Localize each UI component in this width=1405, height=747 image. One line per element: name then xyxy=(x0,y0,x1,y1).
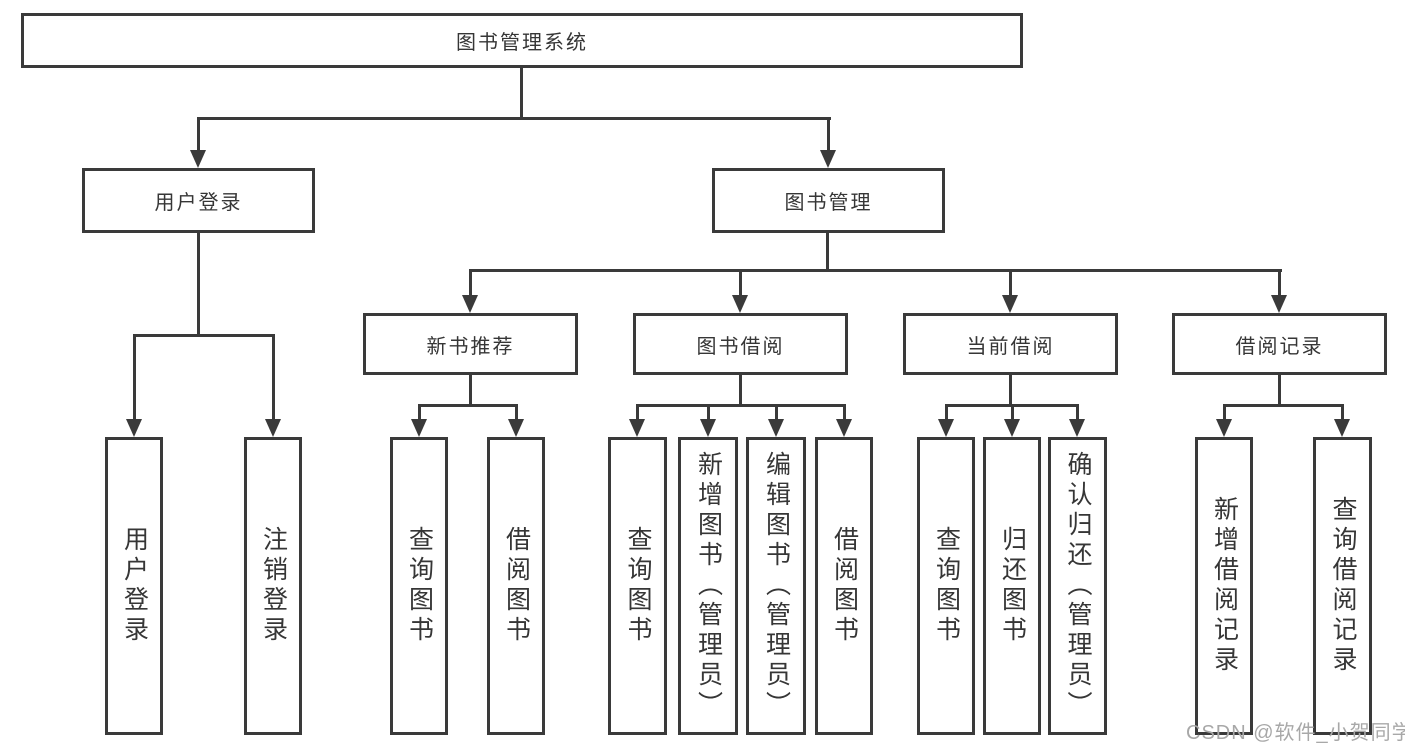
connector-line xyxy=(515,404,518,422)
leaf-logout-label: 注销登录 xyxy=(259,526,288,646)
node-root: 图书管理系统 xyxy=(21,13,1023,68)
node-user-login: 用户登录 xyxy=(82,168,315,233)
connector-line xyxy=(1341,404,1344,422)
arrow-down-icon xyxy=(836,419,852,437)
connector-line xyxy=(827,117,830,154)
connector-line xyxy=(707,404,710,422)
leaf-recommend-query-books-label: 查询图书 xyxy=(405,526,434,646)
leaf-return-books: 归还图书 xyxy=(983,437,1041,735)
csdn-watermark: CSDN @软件_小贺同学 xyxy=(1186,722,1405,744)
connector-line xyxy=(1278,269,1281,298)
connector-line xyxy=(197,231,200,337)
connector-line xyxy=(1009,269,1012,298)
arrow-down-icon xyxy=(265,419,281,437)
arrow-down-icon xyxy=(700,419,716,437)
arrow-down-icon xyxy=(1271,295,1287,313)
connector-line xyxy=(1223,404,1344,407)
connector-line xyxy=(469,373,472,407)
leaf-confirm-return-admin: 确认归还（管理员） xyxy=(1048,437,1107,735)
connector-line xyxy=(739,269,742,298)
node-user-login-label: 用户登录 xyxy=(154,192,243,214)
arrow-down-icon xyxy=(768,419,784,437)
arrow-down-icon xyxy=(1004,419,1020,437)
connector-line xyxy=(775,404,778,422)
connector-line xyxy=(272,334,275,424)
arrow-down-icon xyxy=(1069,419,1085,437)
node-new-book-recommend-label: 新书推荐 xyxy=(426,335,515,358)
leaf-recommend-borrow-books: 借阅图书 xyxy=(487,437,545,735)
node-root-label: 图书管理系统 xyxy=(456,32,588,54)
arrow-down-icon xyxy=(938,419,954,437)
arrow-down-icon xyxy=(462,295,478,313)
arrow-down-icon xyxy=(732,295,748,313)
arrow-down-icon xyxy=(508,419,524,437)
leaf-add-book-admin-label: 新增图书（管理员） xyxy=(694,451,723,721)
leaf-recommend-query-books: 查询图书 xyxy=(390,437,448,735)
connector-line xyxy=(133,334,136,424)
leaf-edit-book-admin: 编辑图书（管理员） xyxy=(746,437,806,735)
arrow-down-icon xyxy=(1216,419,1232,437)
leaf-borrow-books: 借阅图书 xyxy=(815,437,873,735)
connector-line xyxy=(1223,404,1226,422)
leaf-return-books-label: 归还图书 xyxy=(998,526,1027,646)
connector-line xyxy=(469,269,472,298)
connector-line xyxy=(945,404,948,422)
connector-line xyxy=(1011,404,1014,422)
connector-line xyxy=(197,117,200,154)
arrow-down-icon xyxy=(1334,419,1350,437)
connector-line xyxy=(1076,404,1079,422)
connector-line xyxy=(636,404,846,407)
leaf-current-query-books-label: 查询图书 xyxy=(932,526,961,646)
node-borrow-records: 借阅记录 xyxy=(1172,313,1387,375)
arrow-down-icon xyxy=(1002,295,1018,313)
connector-line xyxy=(520,66,523,120)
node-current-borrow-label: 当前借阅 xyxy=(966,335,1055,358)
leaf-logout: 注销登录 xyxy=(244,437,302,735)
node-book-management-label: 图书管理 xyxy=(784,192,873,214)
node-book-borrow: 图书借阅 xyxy=(633,313,848,375)
leaf-user-login-label: 用户登录 xyxy=(120,526,149,646)
leaf-edit-book-admin-label: 编辑图书（管理员） xyxy=(762,451,791,721)
node-borrow-records-label: 借阅记录 xyxy=(1235,335,1324,358)
leaf-current-query-books: 查询图书 xyxy=(917,437,975,735)
connector-line xyxy=(1009,373,1012,407)
connector-line xyxy=(1278,373,1281,407)
connector-line xyxy=(197,117,831,120)
arrow-down-icon xyxy=(190,150,206,168)
leaf-query-borrow-record-label: 查询借阅记录 xyxy=(1329,496,1357,676)
leaf-add-book-admin: 新增图书（管理员） xyxy=(678,437,738,735)
leaf-query-borrow-record: 查询借阅记录 xyxy=(1313,437,1372,735)
connector-line xyxy=(739,373,742,407)
connector-line xyxy=(418,404,518,407)
leaf-add-borrow-record-label: 新增借阅记录 xyxy=(1210,496,1239,676)
arrow-down-icon xyxy=(820,150,836,168)
connector-line xyxy=(843,404,846,422)
node-book-borrow-label: 图书借阅 xyxy=(696,335,785,358)
leaf-user-login: 用户登录 xyxy=(105,437,163,735)
connector-line xyxy=(133,334,275,337)
arrow-down-icon xyxy=(126,419,142,437)
leaf-add-borrow-record: 新增借阅记录 xyxy=(1195,437,1253,735)
connector-line xyxy=(469,269,1282,272)
node-current-borrow: 当前借阅 xyxy=(903,313,1118,375)
leaf-borrow-query-books-label: 查询图书 xyxy=(624,526,652,646)
arrow-down-icon xyxy=(411,419,427,437)
leaf-confirm-return-admin-label: 确认归还（管理员） xyxy=(1064,451,1092,721)
node-book-management: 图书管理 xyxy=(712,168,945,233)
connector-line xyxy=(418,404,421,422)
leaf-borrow-query-books: 查询图书 xyxy=(608,437,667,735)
node-new-book-recommend: 新书推荐 xyxy=(363,313,578,375)
connector-line xyxy=(826,231,829,272)
connector-line xyxy=(636,404,639,422)
arrow-down-icon xyxy=(629,419,645,437)
leaf-borrow-books-label: 借阅图书 xyxy=(830,526,859,646)
leaf-recommend-borrow-books-label: 借阅图书 xyxy=(502,526,531,646)
